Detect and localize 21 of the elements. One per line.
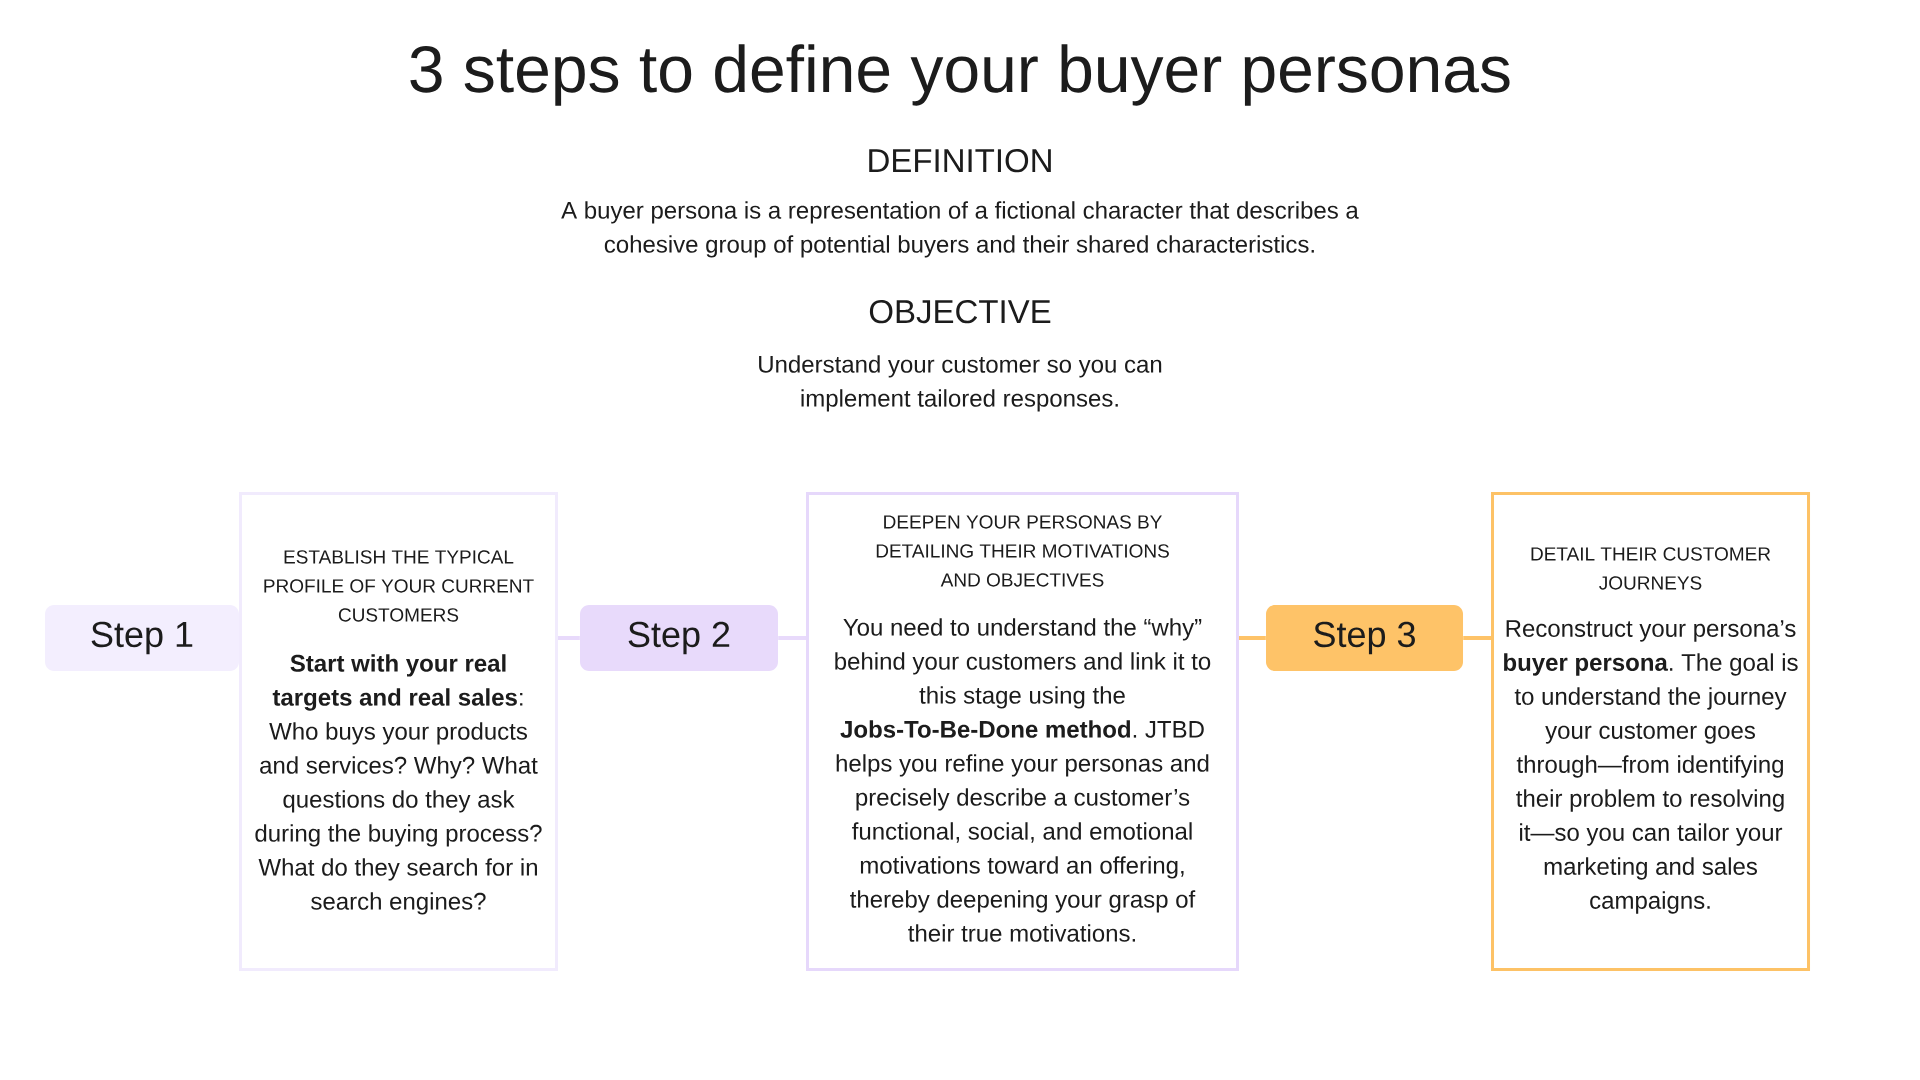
connector-line bbox=[1463, 636, 1491, 640]
step-label: Step 1 bbox=[45, 605, 239, 671]
connector-line bbox=[778, 636, 806, 640]
step-label: Step 3 bbox=[1266, 605, 1463, 671]
card-heading: DETAIL THEIR CUSTOMER JOURNEYS bbox=[1531, 547, 1771, 590]
card-text: Start with your real targets and real sales: Who buys your products and services? Why? What questions do they ask during the buying process? What do they search for in search engines? bbox=[255, 654, 542, 915]
step-card bbox=[806, 492, 1239, 971]
section-heading: DEFINITION bbox=[869, 148, 1051, 173]
card-text: Reconstruct your persona’s buyer persona. The goal is to understand the journey your customer goes through—from identifying their problem to resolving it—so you can tailor your marketing and sales campaigns. bbox=[1504, 620, 1798, 914]
section-heading: OBJECTIVE bbox=[869, 299, 1051, 324]
step-card bbox=[1491, 492, 1810, 971]
card-heading: ESTABLISH THE TYPICAL PROFILE OF YOUR CURRENT CUSTOMERS bbox=[264, 550, 534, 622]
step-card bbox=[239, 492, 558, 971]
body-text: A buyer persona is a representation of a fictional character that describes a cohesive group of potential buyers and their shared characteristics. bbox=[561, 201, 1359, 258]
connector-line bbox=[558, 636, 580, 640]
connector-line bbox=[1239, 636, 1266, 640]
card-heading: DEEPEN YOUR PERSONAS BY DETAILING THEIR MOTIVATIONS AND OBJECTIVES bbox=[876, 515, 1169, 587]
step-label: Step 2 bbox=[580, 605, 778, 671]
body-text: Understand your customer so you can implement tailored responses. bbox=[759, 355, 1162, 412]
title: 3 steps to define your buyer personas bbox=[410, 44, 1510, 106]
card-text: You need to understand the “why” behind your customers and link it to this stage using the Jobs-To-Be-Done method. JTBD helps you refine your personas and precisely describe a customer’s functional, social, and emotional motivations toward an offering, thereby deepening your grasp of their true motivations. bbox=[835, 618, 1211, 942]
